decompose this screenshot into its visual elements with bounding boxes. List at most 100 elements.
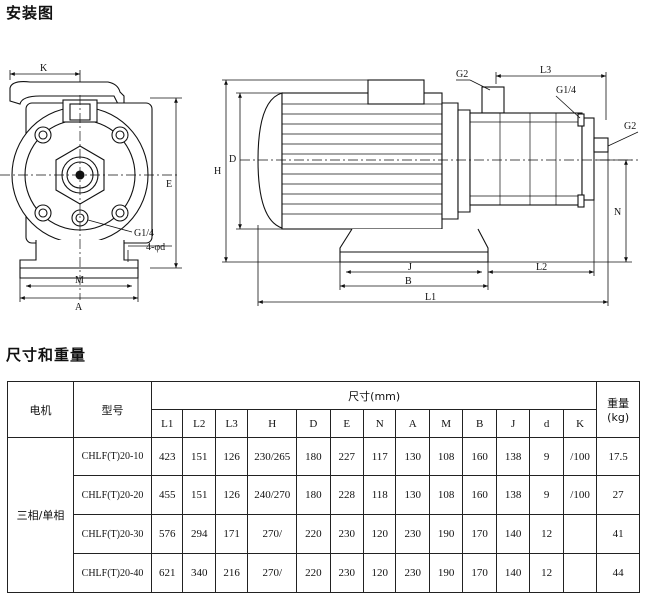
cell-L1: 423	[151, 437, 184, 476]
dim-label-A: A	[75, 302, 83, 313]
dim-label-J: J	[408, 262, 412, 273]
dim-label-G2-right: G2	[624, 121, 636, 132]
model-cell: CHLF(T)20-30	[72, 514, 153, 554]
cell-L3: 216	[214, 553, 249, 593]
header-dimensions: 尺寸(mm)	[151, 381, 598, 410]
model-cell: CHLF(T)20-20	[72, 475, 153, 515]
header-model: 型号	[72, 381, 153, 438]
pump-side-view	[240, 79, 638, 263]
table-header-row-1: 电机 型号 尺寸(mm) 重量(kg)	[7, 381, 640, 438]
cell-M: 190	[428, 514, 464, 554]
dim-label-L3: L3	[540, 65, 551, 76]
category-cell: 三相/单相	[7, 437, 74, 593]
cell-A: 130	[395, 437, 430, 476]
cell-J: 138	[495, 437, 531, 476]
table-row: CHLF(T)20-30 576 294 171 270/ 220 230 12…	[8, 514, 640, 554]
col-A: A	[395, 409, 430, 438]
cell-d: 12	[529, 553, 564, 593]
cell-L1: 576	[151, 514, 184, 554]
pump-front-view	[0, 81, 178, 300]
cell-N: 120	[363, 553, 397, 593]
cell-d: 12	[529, 514, 564, 554]
col-M: M	[428, 409, 464, 438]
cell-H: 270/	[247, 553, 298, 593]
col-E: E	[329, 409, 365, 438]
cell-K: /100	[562, 475, 598, 515]
side-view-dimensions	[222, 72, 639, 306]
cell-L2: 340	[182, 553, 216, 593]
front-view-dimensions	[9, 70, 182, 302]
cell-J: 140	[495, 514, 531, 554]
cell-weight: 27	[596, 475, 640, 515]
model-cell: CHLF(T)20-10	[72, 437, 153, 476]
table-row: CHLF(T)20-40 621 340 216 270/ 220 230 12…	[8, 553, 640, 593]
table-row: 三相/单相 CHLF(T)20-10 423 151 126 230/265 1…	[7, 437, 640, 593]
cell-E: 230	[329, 553, 365, 593]
header-motor: 电机	[7, 381, 74, 438]
dim-label-E: E	[166, 179, 172, 190]
cell-E: 228	[329, 475, 365, 515]
installation-drawing: K E M A G1/4 4-φd	[0, 63, 639, 313]
col-d: d	[529, 409, 564, 438]
cell-M: 108	[428, 437, 464, 476]
cell-d: 9	[529, 437, 564, 476]
dim-label-G2-top: G2	[456, 69, 468, 80]
cell-weight: 44	[596, 553, 640, 593]
col-J: J	[495, 409, 531, 438]
cell-d: 9	[529, 475, 564, 515]
cell-D: 220	[296, 514, 331, 554]
cell-E: 230	[329, 514, 365, 554]
cell-H: 270/	[247, 514, 298, 554]
col-L2: L2	[182, 409, 216, 438]
cell-weight: 41	[596, 514, 640, 554]
dim-label-H: H	[214, 166, 221, 177]
col-H: H	[247, 409, 298, 438]
cell-L3: 171	[214, 514, 249, 554]
col-L3: L3	[214, 409, 249, 438]
cell-L1: 621	[151, 553, 184, 593]
dimensions-weight-title: 尺寸和重量	[6, 346, 87, 364]
cell-L2: 294	[182, 514, 216, 554]
cell-N: 117	[363, 437, 397, 476]
cell-H: 230/265	[247, 437, 298, 476]
col-B: B	[462, 409, 497, 438]
cell-B: 170	[462, 514, 497, 554]
col-K: K	[562, 409, 598, 438]
dim-label-4-phi-d: 4-φd	[146, 242, 165, 253]
cell-N: 120	[363, 514, 397, 554]
cell-A: 230	[395, 553, 430, 593]
dim-label-K: K	[40, 63, 48, 74]
cell-A: 230	[395, 514, 430, 554]
installation-drawing-title: 安装图	[6, 4, 55, 22]
col-N: N	[363, 409, 397, 438]
cell-D: 220	[296, 553, 331, 593]
cell-K: /100	[562, 437, 598, 476]
cell-L2: 151	[182, 475, 216, 515]
dimensions-table: 电机 型号 尺寸(mm) 重量(kg) L1 L2 L3 H D E N A M…	[7, 381, 640, 593]
cell-D: 180	[296, 475, 331, 515]
cell-J: 140	[495, 553, 531, 593]
cell-B: 160	[462, 437, 497, 476]
cell-M: 190	[428, 553, 464, 593]
model-cell: CHLF(T)20-40	[72, 553, 153, 593]
cell-L3: 126	[214, 437, 249, 476]
cell-L2: 151	[182, 437, 216, 476]
cell-L3: 126	[214, 475, 249, 515]
dim-label-N: N	[614, 207, 621, 218]
dim-label-G14-left: G1/4	[134, 228, 154, 239]
cell-N: 118	[363, 475, 397, 515]
dim-label-M: M	[75, 275, 84, 286]
table-header-row-2: L1 L2 L3 H D E N A M B J d K	[8, 409, 640, 438]
cell-M: 108	[428, 475, 464, 515]
cell-H: 240/270	[247, 475, 298, 515]
cell-D: 180	[296, 437, 331, 476]
cell-L1: 455	[151, 475, 184, 515]
dim-label-D: D	[229, 154, 236, 165]
col-L1: L1	[151, 409, 184, 438]
col-D: D	[296, 409, 331, 438]
cell-A: 130	[395, 475, 430, 515]
table-row: CHLF(T)20-20 455 151 126 240/270 180 228…	[8, 475, 640, 515]
cell-B: 170	[462, 553, 497, 593]
header-weight: 重量(kg)	[596, 381, 640, 438]
cell-weight: 17.5	[596, 437, 640, 476]
